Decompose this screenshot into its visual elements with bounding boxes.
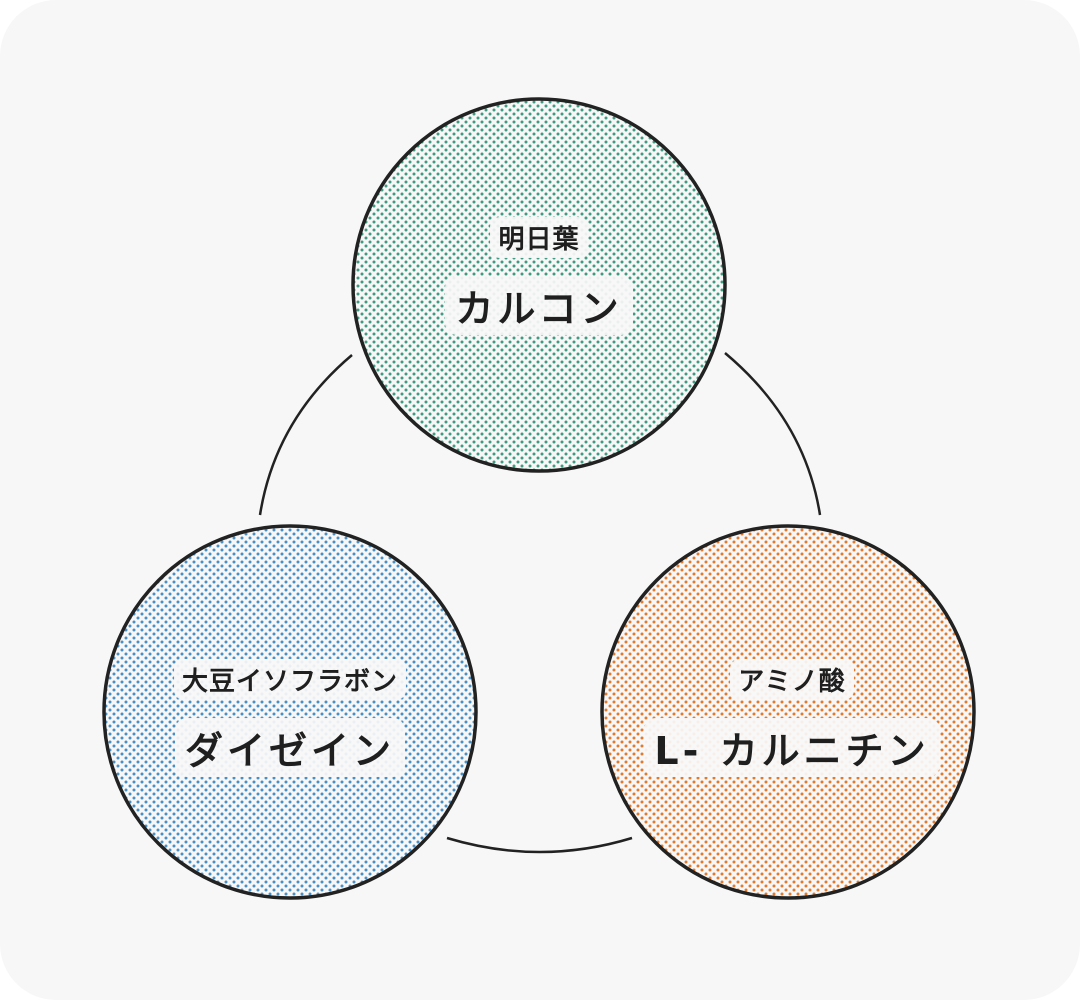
node-sub-label: アミノ酸	[730, 659, 854, 700]
node-main-label: カルコン	[445, 276, 633, 335]
node-label-left: 大豆イソフラボン ダイゼイン	[100, 659, 480, 777]
connector-top-left	[258, 354, 353, 516]
node-label-right: アミノ酸 L- カルニチン	[602, 659, 982, 777]
node-sub-label: 明日葉	[490, 217, 588, 258]
connector-left-right	[446, 836, 633, 854]
node-main-label: L- カルニチン	[644, 718, 940, 777]
connector-top-right	[724, 352, 822, 516]
node-circle-left	[102, 524, 478, 900]
node-main-label: ダイゼイン	[174, 718, 405, 777]
node-circle-right	[600, 524, 976, 900]
node-label-top: 明日葉 カルコン	[349, 217, 729, 335]
node-sub-label: 大豆イソフラボン	[173, 659, 406, 700]
